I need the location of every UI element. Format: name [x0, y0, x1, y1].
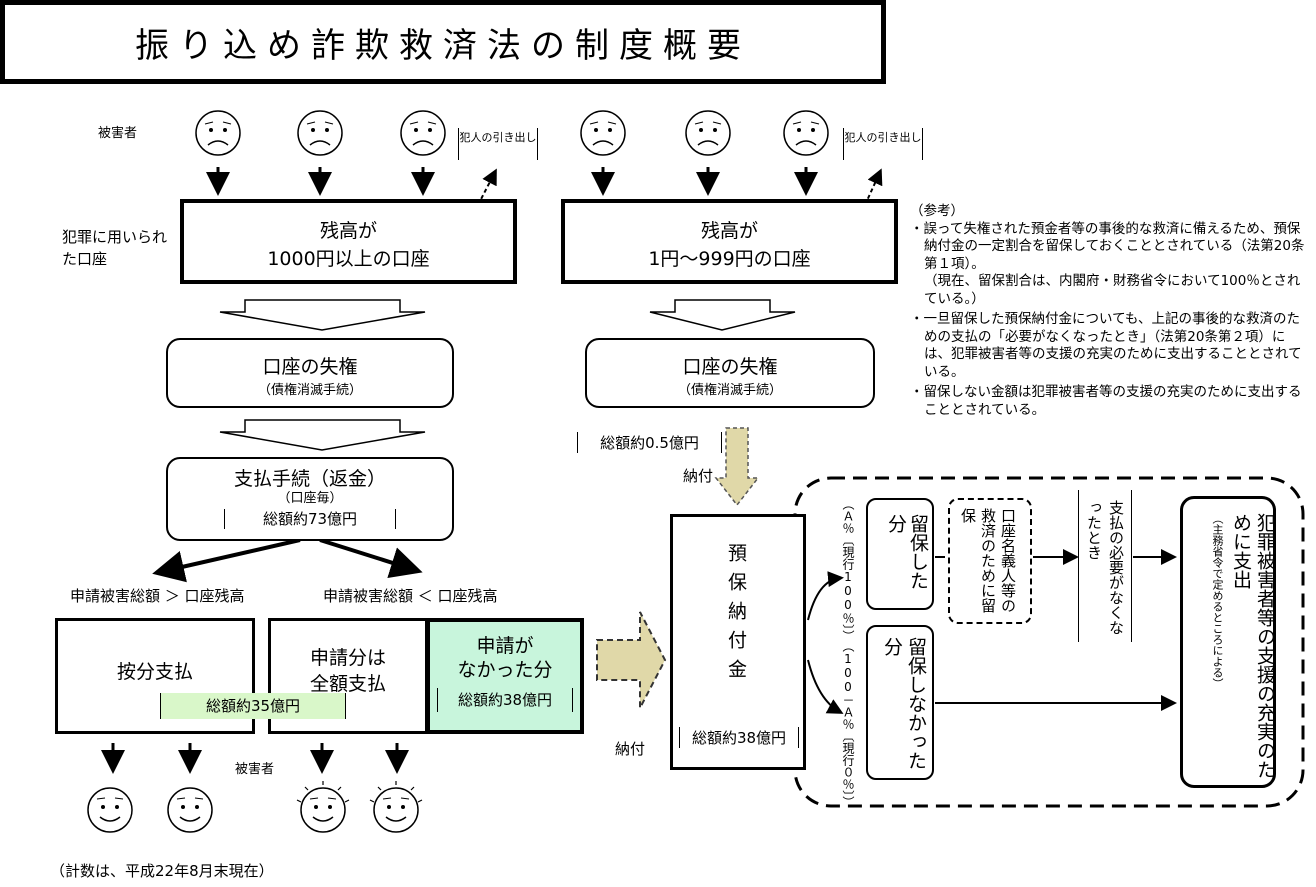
khaki-arrow-down [714, 427, 760, 507]
khaki-arrow-right [596, 611, 667, 709]
arrow-withdrawal [864, 168, 883, 206]
ratio-lower: （100－Ａ％〔現行０％〕） [841, 640, 855, 808]
sad-face-icon [297, 110, 343, 156]
victim-label: 被害者 [98, 126, 138, 141]
branch-arrow-left [152, 538, 301, 583]
prorata-box: 按分支払 [55, 618, 255, 734]
hollow-arrow [219, 299, 426, 331]
withdrawal-note: 犯人の引き出し [458, 128, 538, 160]
sad-face-icon [685, 110, 731, 156]
footnote: （計数は、平成22年8月末現在） [50, 862, 274, 880]
no-need-note: 支払の必要がなくなったとき [1078, 490, 1132, 642]
pay-in-label: 納付 [615, 740, 646, 758]
sad-face-icon [400, 110, 446, 156]
sad-face-icon [195, 110, 241, 156]
hollow-arrow [219, 419, 426, 451]
payment-box: 支払手続（返金） （口座毎） 総額約73億円 [166, 457, 454, 541]
branch-arrow-right [319, 538, 423, 579]
happy-face-icon [296, 781, 350, 833]
retention-group [793, 476, 1305, 808]
support-box: 犯罪被害者等の支援の充実のために支出 （主務省令で定めるところによる） [1180, 496, 1276, 788]
no-application-box: 申請がなかった分 総額約38億円 [426, 618, 584, 734]
total-05: 総額約0.5億円 [577, 432, 722, 453]
withdrawal-note: 犯人の引き出し [843, 128, 923, 160]
retained-box: 留保した分 [866, 498, 934, 610]
pay-in-label: 納付 [683, 467, 714, 485]
page-title: 振り込め詐欺救済法の制度概要 [0, 0, 886, 84]
hollow-arrow [649, 299, 796, 331]
sad-face-icon [783, 110, 829, 156]
forfeit-box-left: 口座の失権（債権消滅手続） [166, 338, 454, 408]
branch-label-left: 申請被害総額 ＞ 口座残高 [70, 587, 245, 605]
ratio-upper: （Ａ％〔現行100％〕） [841, 498, 855, 642]
sad-face-icon [580, 110, 626, 156]
deposit-box: 預保納付金 総額約38億円 [670, 514, 806, 770]
happy-face-icon [87, 787, 133, 833]
happy-face-icon [167, 787, 213, 833]
arrow-to-retained [807, 571, 844, 621]
relief-box: 口座名義人等の救済のために留保 [948, 498, 1032, 624]
arrow-withdrawal [477, 168, 497, 206]
branch-label-right: 申請被害総額 ＜ 口座残高 [323, 587, 498, 605]
victim-label: 被害者 [235, 762, 275, 777]
prorata-total: 総額約35億円 [160, 693, 346, 719]
reference-notes: （参考） ・誤って失権された預金者等の事後的な救済に備えるため、預保納付金の一定… [910, 203, 1305, 418]
arrow-to-not-retained [807, 659, 844, 714]
forfeit-box-right: 口座の失権（債権消滅手続） [585, 338, 875, 408]
criminal-account-label: 犯罪に用いられた口座 [62, 228, 168, 268]
happy-face-icon [369, 781, 423, 833]
not-retained-box: 留保しなかった分 [866, 625, 934, 780]
